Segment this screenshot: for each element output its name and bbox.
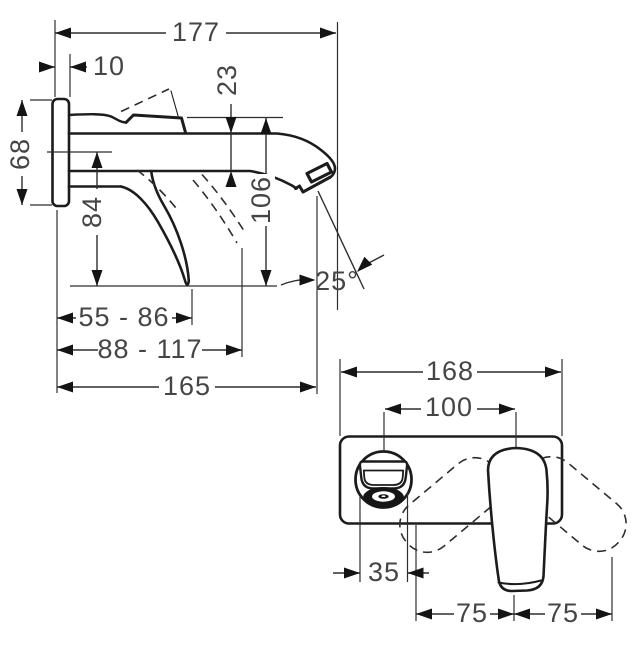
label-backgrounds xyxy=(6,19,581,626)
arrowhead xyxy=(545,366,561,378)
arrowhead xyxy=(176,312,192,324)
arrowhead xyxy=(499,403,515,415)
arrowhead xyxy=(57,312,73,324)
dim-centers-distance-label: 100 xyxy=(425,392,473,422)
extension-lines xyxy=(30,20,613,621)
arrowhead xyxy=(385,403,401,415)
arrowhead xyxy=(344,567,360,579)
dim-plate-height-label: 68 xyxy=(5,138,35,170)
side-handle-swing-dash-right-a xyxy=(192,179,238,244)
dimension-labels: 177 10 68 23 84 106 25° 55 - 86 88 - 117… xyxy=(5,17,579,628)
dim-plate-thickness-label: 10 xyxy=(93,51,125,81)
dim-spout-width-label: 35 xyxy=(368,557,400,587)
side-aerator-face xyxy=(294,175,332,194)
side-lever-handle xyxy=(119,169,191,286)
arrowhead xyxy=(226,344,242,356)
arrowhead xyxy=(225,171,237,187)
arrowhead xyxy=(498,608,514,620)
arrowhead xyxy=(300,381,316,393)
ext-plate-width xyxy=(339,359,563,436)
arrowhead xyxy=(299,274,316,286)
arrowhead xyxy=(320,27,336,39)
dim-swing-left-label: 75 xyxy=(456,598,488,628)
arrowhead xyxy=(357,256,373,272)
front-view-faucet xyxy=(338,435,627,593)
side-cartridge-cap xyxy=(124,113,187,134)
arrowhead xyxy=(16,189,28,205)
side-handle-swing-dash-upper xyxy=(120,88,170,113)
arrowhead xyxy=(55,27,71,39)
front-aerator-dot xyxy=(381,495,386,498)
arrowhead xyxy=(514,608,530,620)
front-handle-tip-line xyxy=(497,579,542,586)
ext-centers xyxy=(383,412,517,452)
arrowhead xyxy=(596,608,612,620)
arrowhead xyxy=(416,608,432,620)
arrowhead xyxy=(91,270,103,286)
arrowhead xyxy=(57,344,73,356)
dim-outlet-drop-label: 106 xyxy=(246,176,276,224)
angle-direction-line xyxy=(317,190,365,290)
arrowhead xyxy=(225,117,237,133)
dim-reach-range-label: 88 - 117 xyxy=(97,334,202,364)
dim-plate-width-label: 168 xyxy=(426,356,474,386)
arrowhead xyxy=(260,118,272,134)
side-handle-swing-dash-mid xyxy=(136,169,177,209)
arrowhead xyxy=(16,100,28,116)
dim-total-projection-label: 177 xyxy=(172,17,220,47)
dim-swing-right-label: 75 xyxy=(547,598,579,628)
arrowhead xyxy=(260,270,272,286)
dim-spray-angle-label: 25° xyxy=(315,266,359,296)
arrowhead xyxy=(57,381,73,393)
side-handle-swing-dash-right-b xyxy=(201,173,247,235)
dim-outlet-projection-label: 165 xyxy=(163,371,211,401)
dim-spout-diameter-label: 23 xyxy=(212,64,242,96)
arrowhead xyxy=(407,567,424,579)
side-swing-leader-line xyxy=(170,90,180,119)
dimension-arrowheads xyxy=(16,27,612,620)
arrowhead xyxy=(70,61,86,73)
side-aerator-outlet xyxy=(305,161,334,184)
arrowhead xyxy=(341,366,357,378)
dim-outlet-range-label: 55 - 86 xyxy=(78,302,169,332)
side-view-faucet xyxy=(51,88,337,286)
arrowhead xyxy=(39,61,55,73)
dim-handle-drop-label: 84 xyxy=(77,196,107,228)
arrowhead xyxy=(91,152,103,168)
ext-plate-height xyxy=(30,99,52,206)
front-lever-handle xyxy=(486,446,549,593)
front-spout-inner-line xyxy=(362,469,405,486)
side-spout-top xyxy=(67,132,337,179)
side-body-top-edge xyxy=(67,113,128,124)
ext-spout-width xyxy=(359,492,409,582)
